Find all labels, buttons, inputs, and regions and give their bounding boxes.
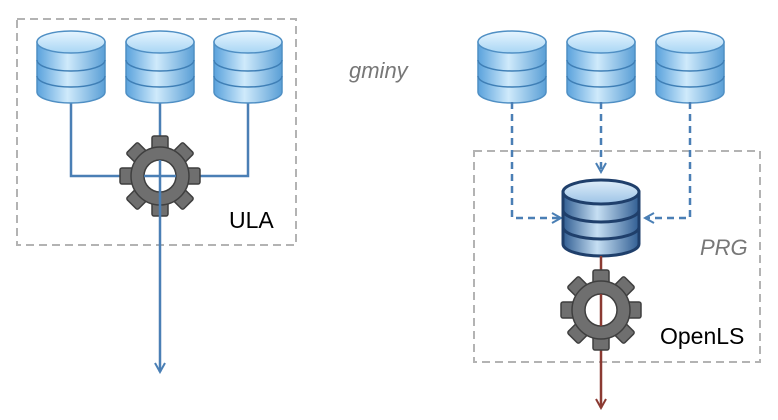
prg-label: PRG bbox=[700, 235, 748, 260]
central-database-icon bbox=[561, 178, 641, 258]
database-icon bbox=[213, 30, 283, 104]
prg-group-box bbox=[473, 150, 761, 363]
openls-label: OpenLS bbox=[660, 323, 744, 349]
database-icon bbox=[125, 30, 195, 104]
gear-icon bbox=[119, 135, 201, 217]
ula-output-arrow bbox=[144, 160, 176, 372]
ula-group-box bbox=[16, 18, 297, 246]
ula-label: ULA bbox=[229, 207, 274, 233]
prg-connectors bbox=[510, 102, 692, 218]
database-icon bbox=[655, 30, 725, 104]
database-icon bbox=[477, 30, 547, 104]
database-icon bbox=[566, 30, 636, 104]
gear-icon bbox=[560, 269, 642, 351]
gminy-label: gminy bbox=[349, 58, 410, 83]
database-icon bbox=[36, 30, 106, 104]
